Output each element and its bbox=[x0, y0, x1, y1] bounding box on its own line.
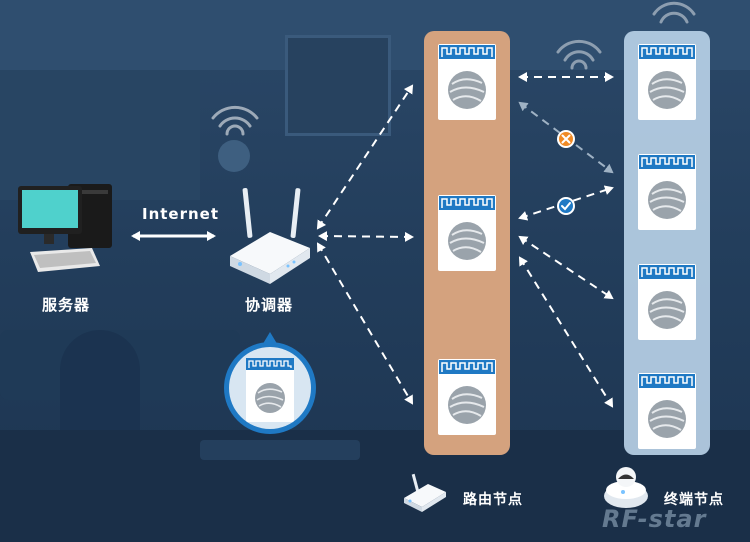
rf-module-icon bbox=[438, 359, 496, 435]
router-module-1 bbox=[438, 44, 496, 120]
wifi-signal-icon bbox=[211, 105, 259, 136]
desktop-computer-icon bbox=[18, 184, 112, 272]
watermark-logo: RF-star bbox=[602, 505, 707, 533]
router-node-label: 路由节点 bbox=[463, 492, 523, 508]
link-coordinator-router-2 bbox=[318, 231, 414, 242]
link-coordinator-router-3 bbox=[316, 242, 414, 405]
wifi-signal-icon-2 bbox=[556, 39, 602, 70]
rf-module-icon bbox=[638, 44, 696, 120]
coordinator-callout bbox=[224, 332, 316, 434]
end-module-4 bbox=[638, 373, 696, 449]
router-module-2 bbox=[438, 195, 496, 271]
link-router2-end4 bbox=[518, 256, 614, 408]
end-node-label: 终端节点 bbox=[664, 492, 724, 508]
coordinator-label: 协调器 bbox=[245, 296, 294, 314]
link-router2-end3 bbox=[518, 235, 614, 300]
rf-module-icon bbox=[438, 44, 496, 120]
cross-badge-icon bbox=[557, 130, 575, 148]
wifi-signal-icon-3 bbox=[652, 1, 696, 24]
rf-module-icon bbox=[638, 154, 696, 230]
rf-module-icon bbox=[638, 264, 696, 340]
server-label: 服务器 bbox=[42, 296, 91, 314]
router-device-icon bbox=[404, 473, 446, 512]
end-module-3 bbox=[638, 264, 696, 340]
internet-label: Internet bbox=[142, 205, 220, 223]
end-module-1 bbox=[638, 44, 696, 120]
end-device-icon bbox=[604, 467, 648, 508]
router-module-3 bbox=[438, 359, 496, 435]
link-coordinator-router-1 bbox=[316, 84, 414, 230]
background-table bbox=[200, 440, 360, 460]
rf-module-icon bbox=[438, 195, 496, 271]
wifi-router-icon bbox=[230, 188, 310, 284]
end-module-2 bbox=[638, 154, 696, 230]
background-lamp bbox=[218, 140, 250, 172]
rf-module-icon bbox=[638, 373, 696, 449]
check-badge-icon bbox=[557, 197, 575, 215]
background-wall-panel bbox=[0, 70, 200, 200]
